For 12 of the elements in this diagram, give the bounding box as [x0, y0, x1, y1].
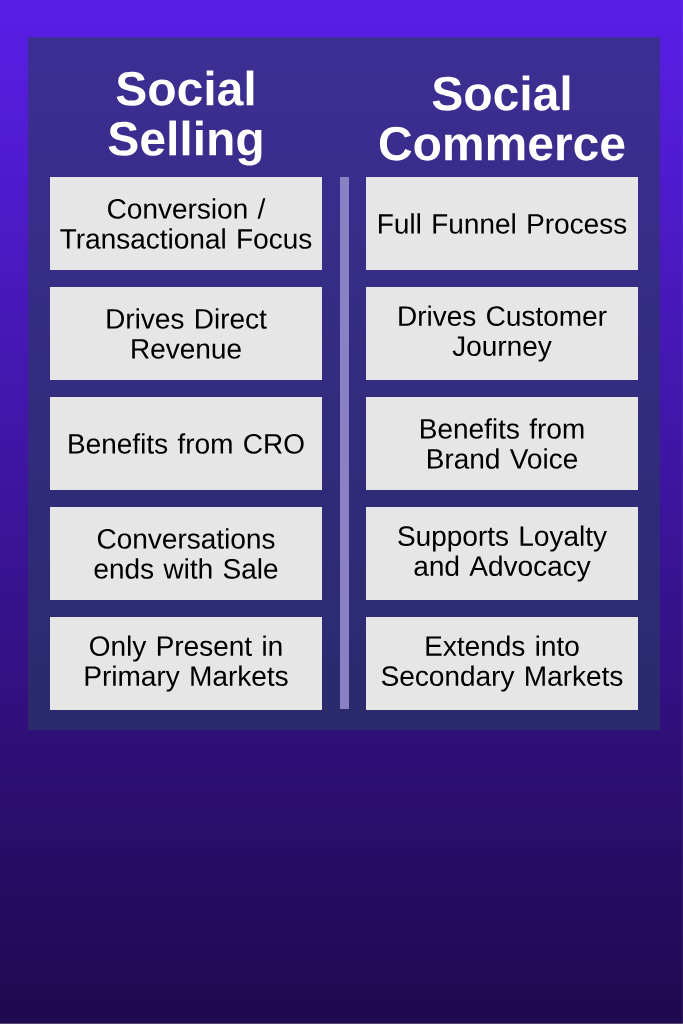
feature-box: Conversations ends with Sale: [50, 507, 322, 600]
feature-box: Drives Direct Revenue: [50, 287, 322, 380]
feature-box: Drives Customer Journey: [366, 287, 638, 380]
feature-box: Full Funnel Process: [366, 177, 638, 270]
feature-box: Only Present in Primary Markets: [50, 617, 322, 710]
feature-box: Supports Loyalty and Advocacy: [366, 507, 638, 600]
feature-box: Extends into Secondary Markets: [366, 617, 638, 710]
column-heading: Social Commerce: [379, 75, 625, 161]
feature-box: Benefits from CRO: [50, 397, 322, 490]
feature-box: Conversion / Transactional Focus: [50, 177, 322, 270]
column-heading: Social Selling: [108, 70, 262, 166]
feature-box: Benefits from Brand Voice: [366, 397, 638, 490]
